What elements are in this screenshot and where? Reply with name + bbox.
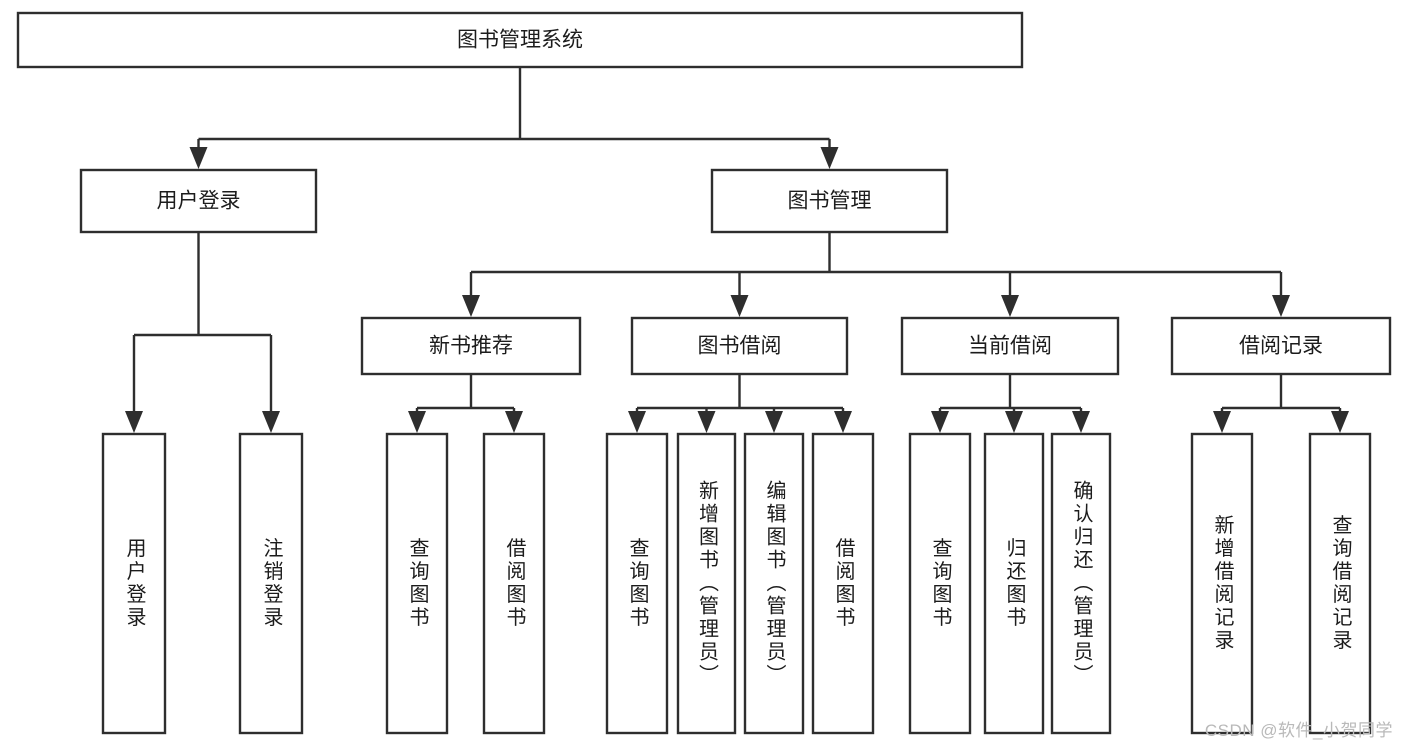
- node-label: 注销登录: [260, 537, 283, 629]
- arrow-head-icon: [1213, 411, 1231, 433]
- node-label: 用户登录: [123, 538, 146, 630]
- node-box: [238, 432, 304, 735]
- node-label: 新书推荐: [429, 335, 513, 358]
- node-box: [1170, 316, 1392, 376]
- node-leaf-edit-book[interactable]: 编辑图书（管理员）: [743, 432, 805, 735]
- node-label: 新增图书（管理员）: [696, 480, 719, 687]
- node-label: 借阅图书: [503, 537, 526, 629]
- node-label: 确认归还（管理员）: [1070, 480, 1093, 687]
- node-leaf-query-book-2[interactable]: 查询图书: [605, 432, 669, 735]
- node-label: 图书管理: [788, 190, 872, 213]
- node-leaf-logout[interactable]: 注销登录: [238, 432, 304, 735]
- node-label: 查询图书: [406, 537, 429, 629]
- node-box: [743, 432, 805, 735]
- arrow-head-icon: [730, 295, 749, 317]
- node-leaf-query-record[interactable]: 查询借阅记录: [1308, 432, 1372, 735]
- node-box: [630, 316, 849, 376]
- node-box: [360, 316, 582, 376]
- arrow-head-icon: [125, 411, 143, 433]
- node-book-manage[interactable]: 图书管理: [710, 168, 949, 234]
- arrow-head-icon: [262, 411, 280, 433]
- node-leaf-query-book-1[interactable]: 查询图书: [385, 432, 449, 735]
- arrow-head-icon: [820, 147, 839, 169]
- node-leaf-add-record[interactable]: 新增借阅记录: [1190, 432, 1254, 735]
- node-label: 查询图书: [626, 537, 649, 629]
- arrow-head-icon: [1331, 411, 1349, 433]
- arrow-head-icon: [462, 295, 480, 317]
- node-leaf-query-book-3[interactable]: 查询图书: [908, 432, 972, 735]
- node-box: [79, 168, 318, 234]
- node-label: 查询借阅记录: [1329, 514, 1352, 652]
- arrow-head-icon: [834, 411, 852, 433]
- arrow-head-icon: [697, 411, 716, 433]
- node-box: [676, 432, 737, 735]
- node-leaf-add-book[interactable]: 新增图书（管理员）: [676, 432, 737, 735]
- node-box: [1190, 432, 1254, 735]
- node-root[interactable]: 图书管理系统: [16, 11, 1024, 69]
- node-label: 借阅图书: [832, 537, 855, 629]
- node-box: [710, 168, 949, 234]
- arrow-head-icon: [1272, 295, 1290, 317]
- node-user-login[interactable]: 用户登录: [79, 168, 318, 234]
- node-label: 编辑图书（管理员）: [763, 480, 786, 687]
- node-box: [908, 432, 972, 735]
- node-label: 当前借阅: [968, 335, 1052, 358]
- arrow-head-icon: [1072, 411, 1090, 433]
- node-book-borrow[interactable]: 图书借阅: [630, 316, 849, 376]
- node-box: [983, 432, 1045, 735]
- node-label: 图书借阅: [698, 335, 782, 358]
- node-box: [605, 432, 669, 735]
- arrow-head-icon: [1005, 411, 1023, 433]
- node-layer: 图书管理系统用户登录图书管理新书推荐图书借阅当前借阅借阅记录用户登录注销登录查询…: [16, 11, 1392, 735]
- node-current-borrow[interactable]: 当前借阅: [900, 316, 1120, 376]
- arrow-head-icon: [408, 411, 426, 433]
- node-label: 借阅记录: [1239, 335, 1323, 358]
- node-box: [1050, 432, 1112, 735]
- node-label: 归还图书: [1003, 537, 1026, 629]
- node-box: [811, 432, 875, 735]
- node-borrow-record[interactable]: 借阅记录: [1170, 316, 1392, 376]
- node-leaf-borrow-book-1[interactable]: 借阅图书: [482, 432, 546, 735]
- node-leaf-user-login[interactable]: 用户登录: [101, 432, 167, 735]
- arrow-head-icon: [505, 411, 523, 433]
- node-new-book-rec[interactable]: 新书推荐: [360, 316, 582, 376]
- node-box: [900, 316, 1120, 376]
- node-box: [1308, 432, 1372, 735]
- node-leaf-confirm-return[interactable]: 确认归还（管理员）: [1050, 432, 1112, 735]
- node-label: 用户登录: [157, 190, 241, 213]
- node-leaf-return-book[interactable]: 归还图书: [983, 432, 1045, 735]
- connector-layer: [125, 67, 1349, 433]
- arrow-head-icon: [765, 411, 783, 433]
- node-label: 查询图书: [929, 537, 952, 629]
- arrow-head-icon: [628, 411, 646, 433]
- node-leaf-borrow-book-2[interactable]: 借阅图书: [811, 432, 875, 735]
- node-label: 图书管理系统: [457, 29, 583, 52]
- node-box: [101, 432, 167, 735]
- arrow-head-icon: [931, 411, 949, 433]
- node-label: 新增借阅记录: [1211, 514, 1234, 652]
- node-box: [482, 432, 546, 735]
- node-box: [385, 432, 449, 735]
- arrow-head-icon: [189, 147, 208, 169]
- arrow-head-icon: [1001, 295, 1019, 317]
- node-box: [16, 11, 1024, 69]
